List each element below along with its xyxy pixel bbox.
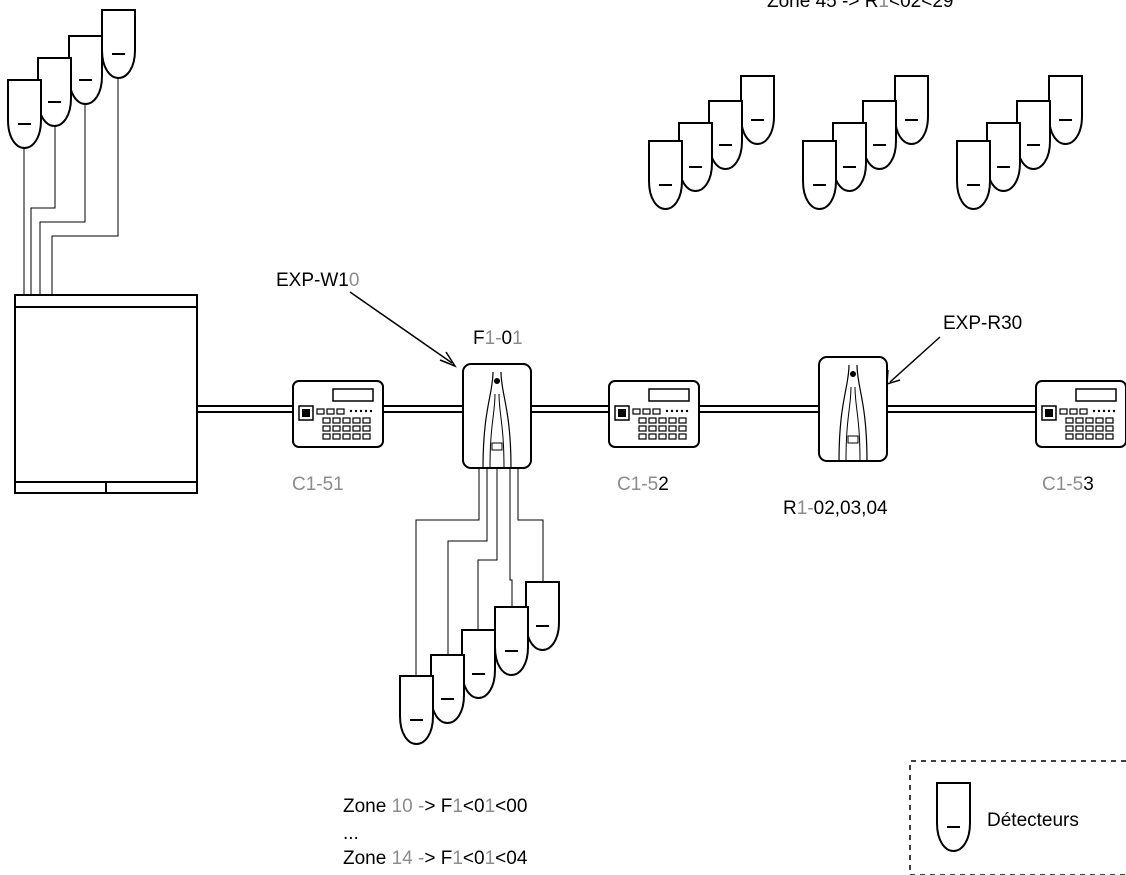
arrow-exp-w10 xyxy=(349,291,457,368)
label-c1-52: C1-52 xyxy=(617,474,669,495)
keypad-c1-51 xyxy=(292,380,384,448)
expander-exp-w10 xyxy=(462,363,532,469)
detector-group-r1-a xyxy=(648,75,775,210)
zone-line-2: Zone 14 -> F1<01<04 xyxy=(343,848,528,869)
legend-box xyxy=(909,760,1126,875)
detector-group-expander xyxy=(399,581,560,745)
legend-label: Détecteurs xyxy=(987,810,1079,831)
detector-group-r1-c xyxy=(956,75,1083,210)
label-exp-r30: EXP-R30 xyxy=(943,313,1022,334)
label-c1-51: C1-51 xyxy=(292,474,344,495)
label-r1: R1-02,03,04 xyxy=(783,498,888,519)
zone-ellipsis: ... xyxy=(343,823,359,844)
title-top-label: Zone 45 -> R1<02<29 xyxy=(767,0,953,12)
control-panel xyxy=(14,294,198,494)
panel-detector-wires xyxy=(23,78,119,295)
arrow-exp-r30 xyxy=(886,336,941,386)
label-c1-53: C1-53 xyxy=(1042,474,1094,495)
label-exp-w10: EXP-W10 xyxy=(276,270,359,291)
detector-group-top-left xyxy=(7,9,136,149)
keypad-c1-53 xyxy=(1035,380,1126,448)
expander-exp-r30 xyxy=(818,356,888,462)
zone-line-1: Zone 10 -> F1<01<00 xyxy=(343,796,527,817)
detector-group-r1-b xyxy=(802,75,929,210)
expander-detector-wires xyxy=(415,468,544,680)
label-f1-01: F1-01 xyxy=(473,328,523,349)
keypad-c1-52 xyxy=(608,380,700,448)
